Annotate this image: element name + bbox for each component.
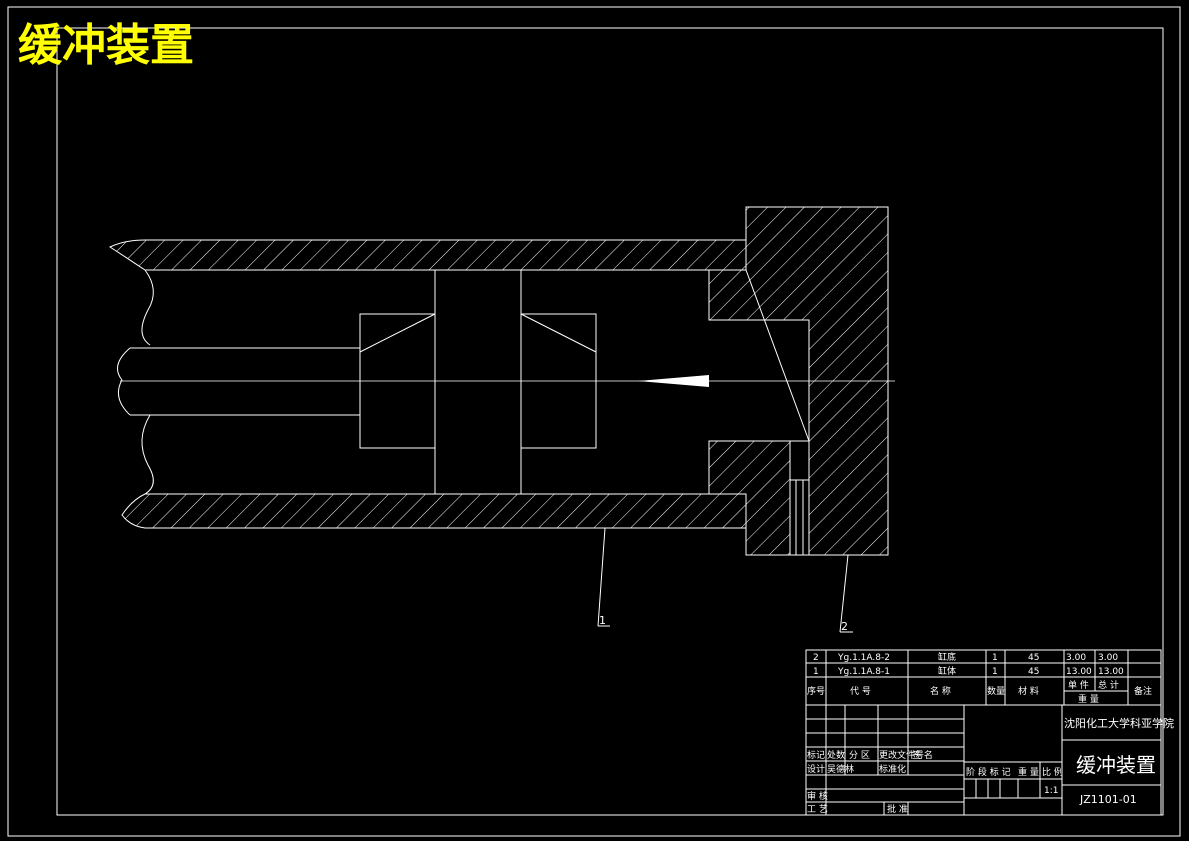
header-qty: 数量 bbox=[987, 685, 1005, 697]
label-review: 审 核 bbox=[807, 790, 828, 802]
row2-code: Yg.1.1A.8-2 bbox=[837, 653, 890, 663]
header-total: 总 计 bbox=[1098, 679, 1119, 691]
row2-unit-weight: 3.00 bbox=[1066, 653, 1086, 663]
label-count: 处数 bbox=[827, 749, 845, 761]
header-weight: 重 量 bbox=[1078, 693, 1099, 705]
header-name: 名 称 bbox=[930, 685, 951, 697]
header-no: 序号 bbox=[807, 685, 825, 697]
label-sign: 签 名 bbox=[912, 749, 933, 761]
label-approve: 批 准 bbox=[887, 803, 908, 815]
cylinder-head bbox=[708, 206, 889, 556]
label-weight: 重 量 bbox=[1018, 766, 1039, 778]
label-design: 设计 bbox=[807, 763, 825, 775]
designer-name: 吴德林 bbox=[827, 763, 854, 775]
scale-value: 1:1 bbox=[1044, 786, 1058, 796]
drawing-name: 缓冲装置 bbox=[1076, 753, 1156, 777]
callout-1: 1 bbox=[599, 614, 606, 627]
row1-unit-weight: 13.00 bbox=[1066, 667, 1092, 677]
label-change-doc: 更改文件号 bbox=[879, 749, 924, 761]
row2-qty: 1 bbox=[992, 653, 998, 663]
header-unit: 单 件 bbox=[1068, 679, 1089, 691]
cylinder-body bbox=[108, 239, 895, 529]
header-material: 材 料 bbox=[1018, 685, 1039, 697]
row2-total-weight: 3.00 bbox=[1098, 653, 1118, 663]
label-mark: 标记 bbox=[807, 749, 825, 761]
callouts: 1 2 bbox=[597, 527, 853, 633]
row1-material: 45 bbox=[1028, 667, 1039, 677]
label-standardize: 标准化 bbox=[879, 763, 906, 775]
drawing-number: JZ1101-01 bbox=[1079, 793, 1137, 806]
label-scale: 比 例 bbox=[1042, 766, 1063, 778]
label-stage: 阶 段 标 记 bbox=[966, 766, 1011, 778]
row1-no: 1 bbox=[813, 667, 819, 677]
label-zone: 分 区 bbox=[849, 750, 870, 761]
label-process: 工 艺 bbox=[807, 804, 828, 815]
row2-material: 45 bbox=[1028, 653, 1039, 663]
header-note: 备注 bbox=[1134, 685, 1152, 697]
row1-qty: 1 bbox=[992, 667, 998, 677]
inner-border bbox=[56, 27, 1164, 816]
drawing-title: 缓冲装置 bbox=[18, 20, 194, 71]
row1-total-weight: 13.00 bbox=[1098, 667, 1124, 677]
row2-name: 缸底 bbox=[938, 651, 956, 663]
school-name: 沈阳化工大学科亚学院 bbox=[1064, 716, 1174, 730]
parts-list-text: 2 Yg.1.1A.8-2 缸底 1 45 3.00 3.00 1 Yg.1.1… bbox=[807, 651, 1174, 815]
header-code: 代 号 bbox=[850, 686, 871, 697]
row1-code: Yg.1.1A.8-1 bbox=[837, 667, 890, 677]
parts-list bbox=[805, 649, 1162, 816]
row2-no: 2 bbox=[813, 653, 819, 663]
callout-2: 2 bbox=[841, 620, 848, 633]
row1-name: 缸体 bbox=[938, 665, 956, 677]
outer-border bbox=[7, 6, 1181, 837]
